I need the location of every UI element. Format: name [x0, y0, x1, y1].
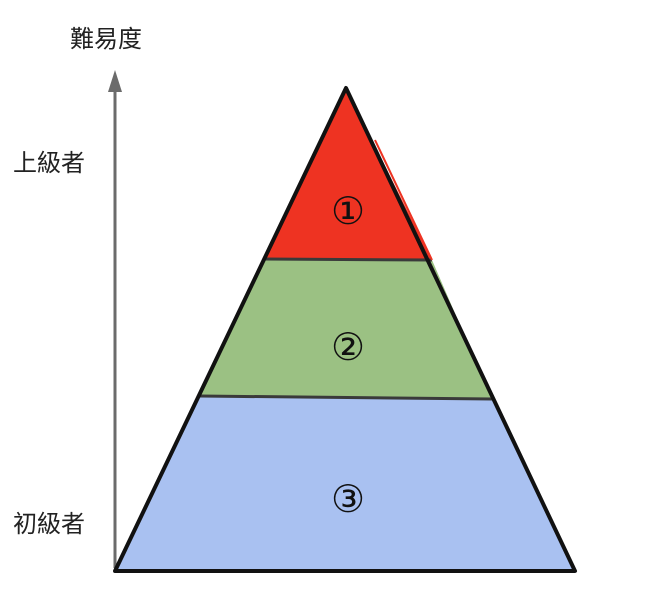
pyramid-outline — [113, 86, 577, 573]
tier-divider-lower — [199, 394, 493, 401]
tier-label-3: ③ — [331, 477, 365, 521]
pyramid-tier-bottom — [115, 396, 575, 571]
tier-label-1: ① — [331, 189, 365, 233]
difficulty-axis — [108, 70, 122, 568]
axis-bottom-label: 初級者 — [13, 510, 85, 538]
axis-arrowhead — [108, 70, 122, 92]
top-tier-edge-highlight — [374, 139, 433, 261]
tier-divider-upper — [262, 257, 433, 262]
tier-label-2: ② — [331, 325, 365, 369]
pyramid — [113, 86, 577, 573]
axis-title: 難易度 — [70, 25, 142, 53]
pyramid-tier-top — [263, 88, 432, 260]
axis-top-label: 上級者 — [13, 149, 85, 177]
pyramid-tier-middle — [200, 259, 492, 399]
